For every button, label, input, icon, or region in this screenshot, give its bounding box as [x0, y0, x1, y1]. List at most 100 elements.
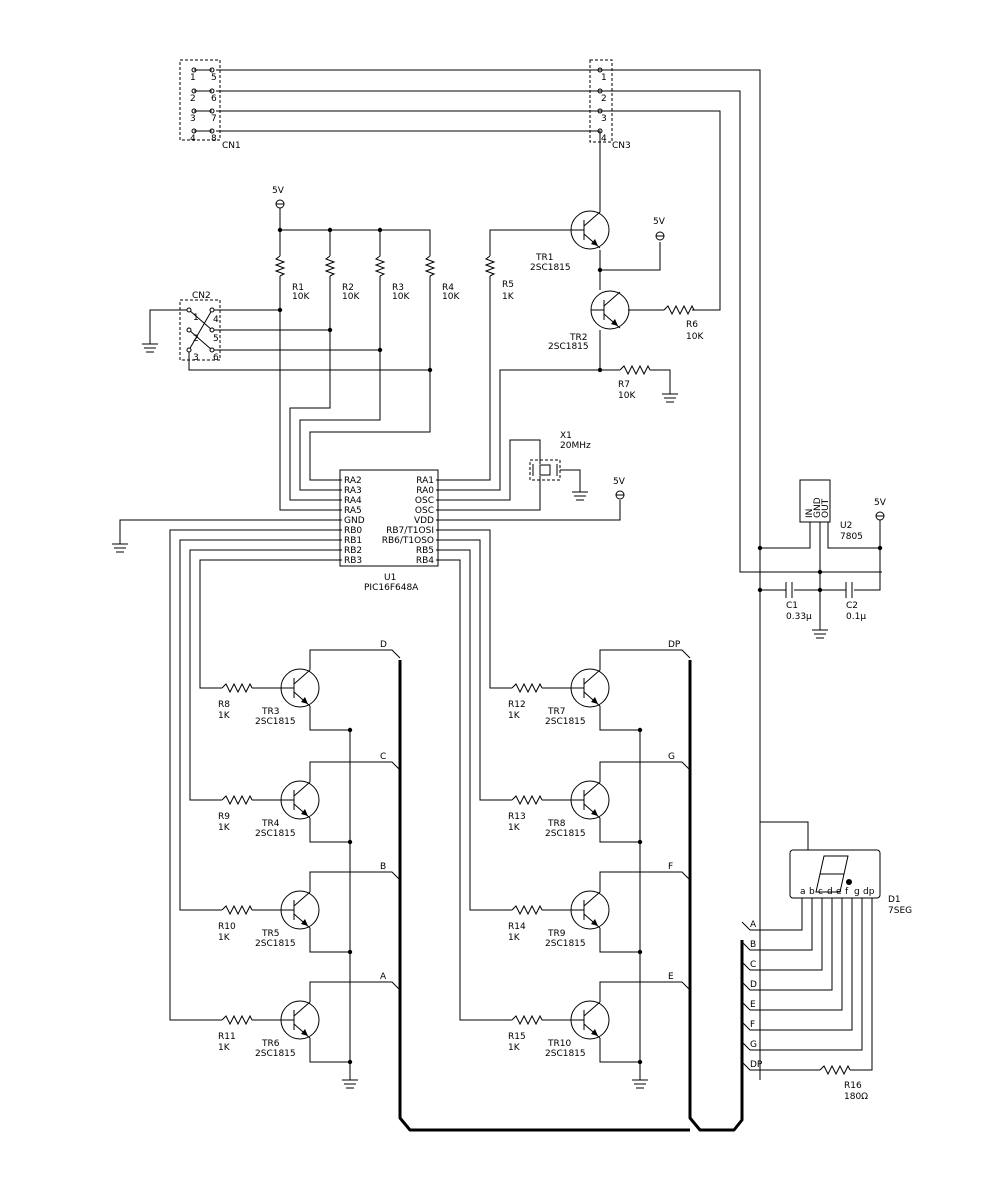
transistor-ref: TR6 [261, 1039, 280, 1049]
display-pin-a: a [800, 887, 806, 897]
transistor-tr8 [570, 780, 610, 820]
transistor-ref: TR8 [547, 819, 566, 829]
display-bus-label: C [750, 960, 756, 970]
resistor-r9 [221, 794, 253, 806]
mcu-driver-wires [169, 529, 648, 1089]
transistor-ref: TR3 [261, 707, 279, 717]
r6-ref: R6 [686, 320, 698, 330]
cn1-ref: CN1 [222, 141, 241, 151]
transistor-tr9 [570, 890, 610, 930]
transistor-part: 2SC1815 [255, 829, 296, 839]
tr2-part: 2SC1815 [548, 342, 589, 352]
mcu-pin-gnd: GND [344, 516, 365, 526]
r2-ref: R2 [342, 283, 354, 293]
r3-ref: R3 [392, 283, 404, 293]
r4-value: 10K [442, 292, 460, 302]
pullup-to-mcu [277, 227, 433, 511]
c2-value: 0.1μ [846, 612, 866, 622]
connector-cn3: CN3 1 2 3 4 [589, 59, 631, 151]
cn1-pin-label: 2 [190, 94, 196, 104]
transistor-part: 2SC1815 [255, 1049, 296, 1059]
resistor-r14 [511, 904, 543, 916]
resistor-value: 1K [508, 823, 521, 833]
resistor-r7 [619, 364, 651, 376]
segment-net-label: DP [668, 640, 681, 650]
transistor-part: 2SC1815 [545, 717, 586, 727]
transistor-tr2 [590, 290, 630, 330]
display-bus-label: DP [750, 1060, 763, 1070]
vcc-label: 5V [272, 186, 285, 196]
transistor-ref: TR10 [547, 1039, 571, 1049]
c2-ref: C2 [846, 601, 858, 611]
mcu-pin-ra4: RA4 [344, 496, 362, 506]
resistor-r5 [484, 255, 496, 277]
tr2-ref: TR2 [569, 333, 587, 343]
cn2-pin-label: 1 [193, 313, 199, 323]
x1-ref: X1 [560, 431, 572, 441]
connector-cn2: CN2 1 2 3 4 5 6 [142, 291, 430, 371]
resistor-ref: R9 [218, 812, 230, 822]
mcu-pin-ra0: RA0 [416, 486, 434, 496]
r5-ref: R5 [502, 280, 514, 290]
resistor-ref: R15 [508, 1032, 526, 1042]
tr1-ref: TR1 [535, 253, 553, 263]
display-bus-label: G [750, 1040, 757, 1050]
x1-value: 20MHz [560, 441, 591, 451]
resistor-value: 1K [508, 711, 521, 721]
r1-ref: R1 [292, 283, 304, 293]
resistor-ref: R8 [218, 700, 230, 710]
transistor-ref: TR7 [547, 707, 565, 717]
transistor-tr4 [280, 780, 320, 820]
r2-value: 10K [342, 292, 360, 302]
d1-part: 7SEG [888, 906, 912, 916]
cn3-pin-label: 1 [601, 73, 607, 83]
digit-8 [815, 855, 849, 893]
segment-net-label: A [380, 972, 387, 982]
mcu-pin-ra5: RA5 [344, 506, 362, 516]
mcu-pin-rb4: RB4 [416, 556, 434, 566]
resistor-r16 [819, 1064, 851, 1076]
cn1-pin-label: 8 [211, 134, 217, 144]
resistor-ref: R10 [218, 922, 236, 932]
cn1-pin-label: 6 [211, 94, 217, 104]
cn1-pin-label: 7 [211, 114, 217, 124]
c1-value: 0.33μ [786, 612, 812, 622]
r3-value: 10K [392, 292, 410, 302]
resistor-value: 1K [218, 711, 231, 721]
display-bus-label: E [750, 1000, 756, 1010]
pullup-network: 5V R1 10K R2 10K R3 10K R4 10K [272, 186, 460, 302]
segment-net-label: D [380, 640, 387, 650]
mcu-pin-osc: OSC [415, 506, 434, 516]
resistor-r1 [274, 255, 286, 277]
mcu-pin-osc: OSC [415, 496, 434, 506]
transistor-part: 2SC1815 [255, 717, 296, 727]
cn2-pin-label: 6 [213, 353, 219, 363]
display-bus-label: B [750, 940, 756, 950]
cn2-pin-label: 4 [213, 315, 219, 325]
transistor-tr5 [280, 890, 320, 930]
transistor-tr7 [570, 668, 610, 708]
resistor-r12 [511, 682, 543, 694]
display-pin-d: d [827, 887, 833, 897]
mcu-pin-rb0: RB0 [344, 526, 362, 536]
transistor-tr3 [280, 668, 320, 708]
resistor-r11 [221, 1014, 253, 1026]
resistor-value: 1K [218, 1043, 231, 1053]
transistor-part: 2SC1815 [545, 829, 586, 839]
r7-value: 10K [618, 391, 636, 401]
cn1-pin-label: 4 [190, 134, 196, 144]
display-pin-e: e [836, 887, 842, 897]
display-bus-label: D [750, 980, 757, 990]
display-bus-label: A [750, 920, 757, 930]
transistor-part: 2SC1815 [545, 939, 586, 949]
cn3-pin-label: 2 [601, 94, 607, 104]
d1-ref: D1 [888, 895, 901, 905]
u2-part: 7805 [840, 532, 863, 542]
mcu-pin-vdd: VDD [414, 516, 434, 526]
cn2-pin-label: 3 [193, 353, 199, 363]
transistor-part: 2SC1815 [545, 1049, 586, 1059]
r6-value: 10K [686, 332, 704, 342]
transistor-tr6 [280, 1000, 320, 1040]
